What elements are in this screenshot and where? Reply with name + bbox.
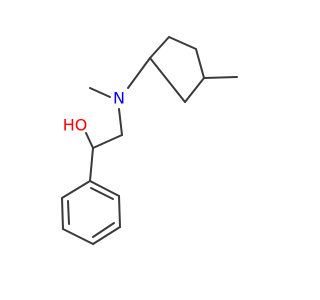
ring-bond-c2-c3 xyxy=(168,36,197,50)
phenyl-bond-2 xyxy=(118,195,121,228)
ring-to-nitrogen-bond xyxy=(127,57,151,89)
molecule-structure: HO N xyxy=(0,0,300,300)
molecule-canvas: HO N xyxy=(0,0,300,300)
ring-bond-c5-c1 xyxy=(149,57,186,103)
phenyl-bond-5 xyxy=(61,197,64,230)
background xyxy=(0,0,300,300)
phenyl-bond-3 xyxy=(92,226,121,245)
phenyl-bond-1 xyxy=(89,180,120,197)
ch2-to-choh-bond xyxy=(92,134,123,149)
ring-bond-c1-c2 xyxy=(149,36,170,59)
phenyl-double-bond-c xyxy=(67,200,70,225)
hydroxyl-label: HO xyxy=(63,116,88,135)
nitrogen-to-ch2-bond xyxy=(118,108,123,136)
ring-methyl-bond xyxy=(203,76,238,79)
phenyl-double-bond-b xyxy=(92,222,115,238)
phenyl-bond-6 xyxy=(61,180,91,199)
n-methyl-bond xyxy=(89,87,111,98)
ring-bond-c4-c5 xyxy=(184,77,205,103)
carbon-to-oxygen-bond xyxy=(85,132,94,149)
nitrogen-label: N xyxy=(113,89,125,108)
choh-to-phenyl-bond xyxy=(89,147,94,182)
phenyl-double-bond-a xyxy=(90,187,114,200)
phenyl-bond-4 xyxy=(62,228,94,245)
ring-bond-c3-c4 xyxy=(195,48,205,79)
